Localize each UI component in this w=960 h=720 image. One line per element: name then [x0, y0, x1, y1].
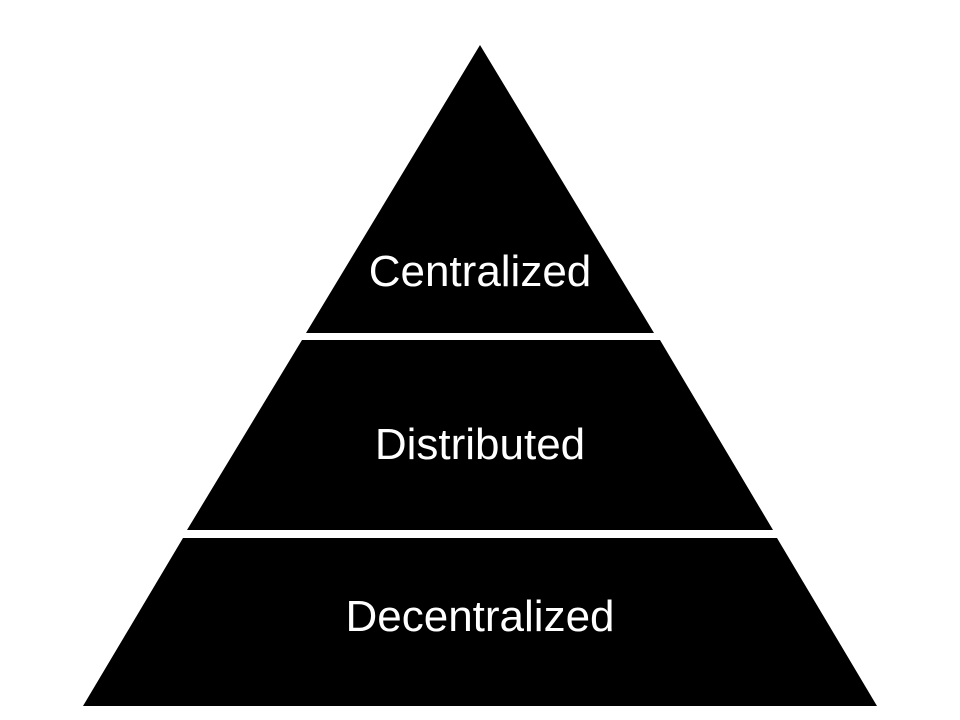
- tier-label-distributed: Distributed: [375, 420, 585, 469]
- tier-label-centralized: Centralized: [369, 247, 592, 296]
- tier-label-decentralized: Decentralized: [345, 592, 614, 641]
- pyramid-tier-middle: [187, 340, 773, 530]
- pyramid-tier-top: [306, 45, 654, 333]
- pyramid-tier-bottom: [83, 538, 877, 706]
